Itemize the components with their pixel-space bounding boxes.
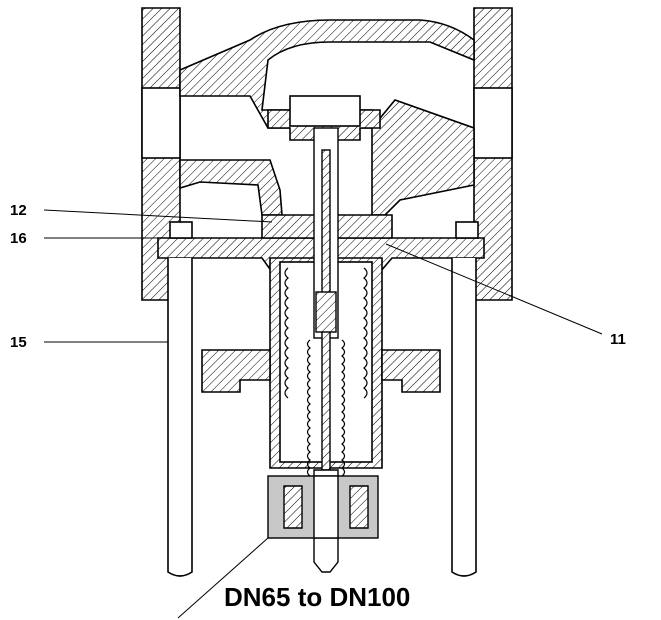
left-flange-bore [141, 87, 181, 159]
right-flange-bore [473, 87, 513, 159]
leader-12 [43, 209, 273, 223]
stem-spring-guide [315, 291, 337, 333]
lower-body-wall [179, 159, 283, 216]
callout-16: 16 [10, 230, 27, 247]
upper-body-wall [179, 19, 475, 129]
mounting-plate [201, 349, 271, 393]
bellows [284, 267, 368, 477]
valve-plug [289, 95, 361, 127]
tie-rods [167, 258, 477, 577]
right-tie-rod [451, 258, 477, 577]
valve-body [141, 7, 513, 301]
lower-bellows-left [306, 339, 311, 477]
leader-11 [385, 243, 603, 335]
callout-11: 11 [610, 331, 626, 348]
upper-bellows-left [284, 267, 289, 399]
right-body-wall [371, 99, 475, 216]
leader-detail [177, 537, 269, 619]
callout-12: 12 [10, 202, 27, 219]
detail-box [267, 475, 379, 539]
upper-bellows-right [363, 267, 368, 399]
leader-lines [43, 209, 603, 619]
left-tie-rod [167, 258, 193, 577]
right-bolt-head [455, 221, 479, 239]
size-range-caption: DN65 to DN100 [224, 582, 411, 612]
callout-15: 15 [10, 334, 27, 351]
detail-seal-left [283, 485, 303, 529]
mounting-plate-right [381, 349, 441, 393]
lower-bellows-right [341, 339, 346, 477]
detail-stem [313, 475, 339, 539]
left-bolt-head [169, 221, 193, 239]
detail-seal-right [349, 485, 369, 529]
